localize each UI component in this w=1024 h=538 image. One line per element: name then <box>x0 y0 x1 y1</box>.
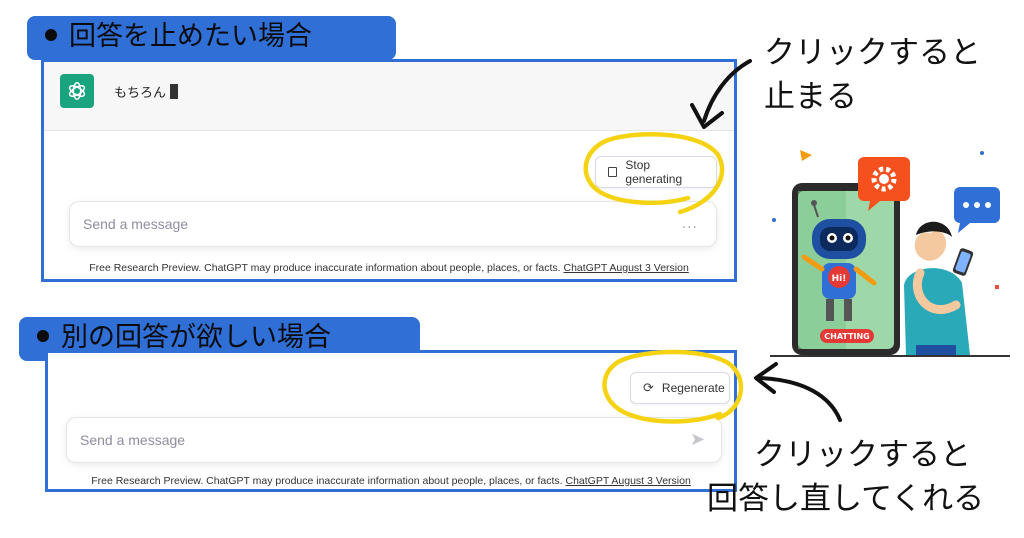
chatgpt-logo-icon <box>60 74 94 108</box>
highlight-circle-regenerate <box>602 349 744 424</box>
section1-label-text: 回答を止めたい場合 <box>69 21 312 52</box>
bullet-dot <box>45 28 57 41</box>
robot-badge-text: Hi! <box>832 274 847 284</box>
arrow-to-regenerate-button <box>754 362 842 422</box>
footer-disclaimer: Free Research Preview. ChatGPT may produ… <box>48 475 734 487</box>
person-icon <box>904 221 974 357</box>
regenerate-label: Regenerate <box>661 381 725 395</box>
highlight-circle-stop <box>583 132 725 215</box>
stop-caption: クリックすると 止まる <box>764 34 981 116</box>
footer-text: Free Research Preview. ChatGPT may produ… <box>91 475 563 487</box>
assistant-message-row: もちろん <box>44 62 734 131</box>
send-icon[interactable]: ➤ <box>689 429 705 450</box>
footer-text: Free Research Preview. ChatGPT may produ… <box>89 262 561 274</box>
assistant-message-text: もちろん <box>114 82 179 101</box>
footer-disclaimer: Free Research Preview. ChatGPT may produ… <box>44 262 734 274</box>
regenerate-caption: クリックすると <box>754 436 971 474</box>
assistant-text: もちろん <box>114 86 167 101</box>
message-input[interactable]: Send a message ··· <box>69 201 717 247</box>
message-input-placeholder: Send a message <box>83 216 189 232</box>
stop-square-icon <box>608 167 618 177</box>
refresh-icon: ⟳ <box>643 380 654 395</box>
chatbot-illustration: Hi! CHATTING <box>770 150 1010 357</box>
robot-icon <box>801 200 877 321</box>
typing-cursor <box>170 84 179 99</box>
message-input-placeholder: Send a message <box>80 432 186 448</box>
bullet-dot <box>37 329 49 342</box>
version-link[interactable]: ChatGPT August 3 Version <box>563 262 689 274</box>
regenerate-caption-line2: 回答し直してくれる <box>707 481 985 517</box>
message-input[interactable]: Send a message ➤ <box>66 417 722 463</box>
stop-generating-screenshot: もちろん Stop generating Send a message ··· … <box>41 59 737 282</box>
regenerate-screenshot: ⟳ Regenerate Send a message ➤ Free Resea… <box>45 350 737 492</box>
section1-label: 回答を止めたい場合 <box>27 16 396 60</box>
stop-caption-line2: 止まる <box>764 79 857 115</box>
stop-generating-label: Stop generating <box>625 158 683 186</box>
regenerate-caption-line1: クリックすると <box>754 437 971 473</box>
loading-dots-icon: ··· <box>681 220 698 236</box>
arrow-to-stop-button <box>690 59 752 129</box>
chatting-badge-text: CHATTING <box>824 332 869 341</box>
stop-generating-button[interactable]: Stop generating <box>595 156 717 188</box>
version-link[interactable]: ChatGPT August 3 Version <box>565 475 691 487</box>
section2-label-text: 別の回答が欲しい場合 <box>61 322 331 353</box>
regenerate-button[interactable]: ⟳ Regenerate <box>630 372 730 404</box>
stop-caption-line1: クリックすると <box>764 35 981 71</box>
